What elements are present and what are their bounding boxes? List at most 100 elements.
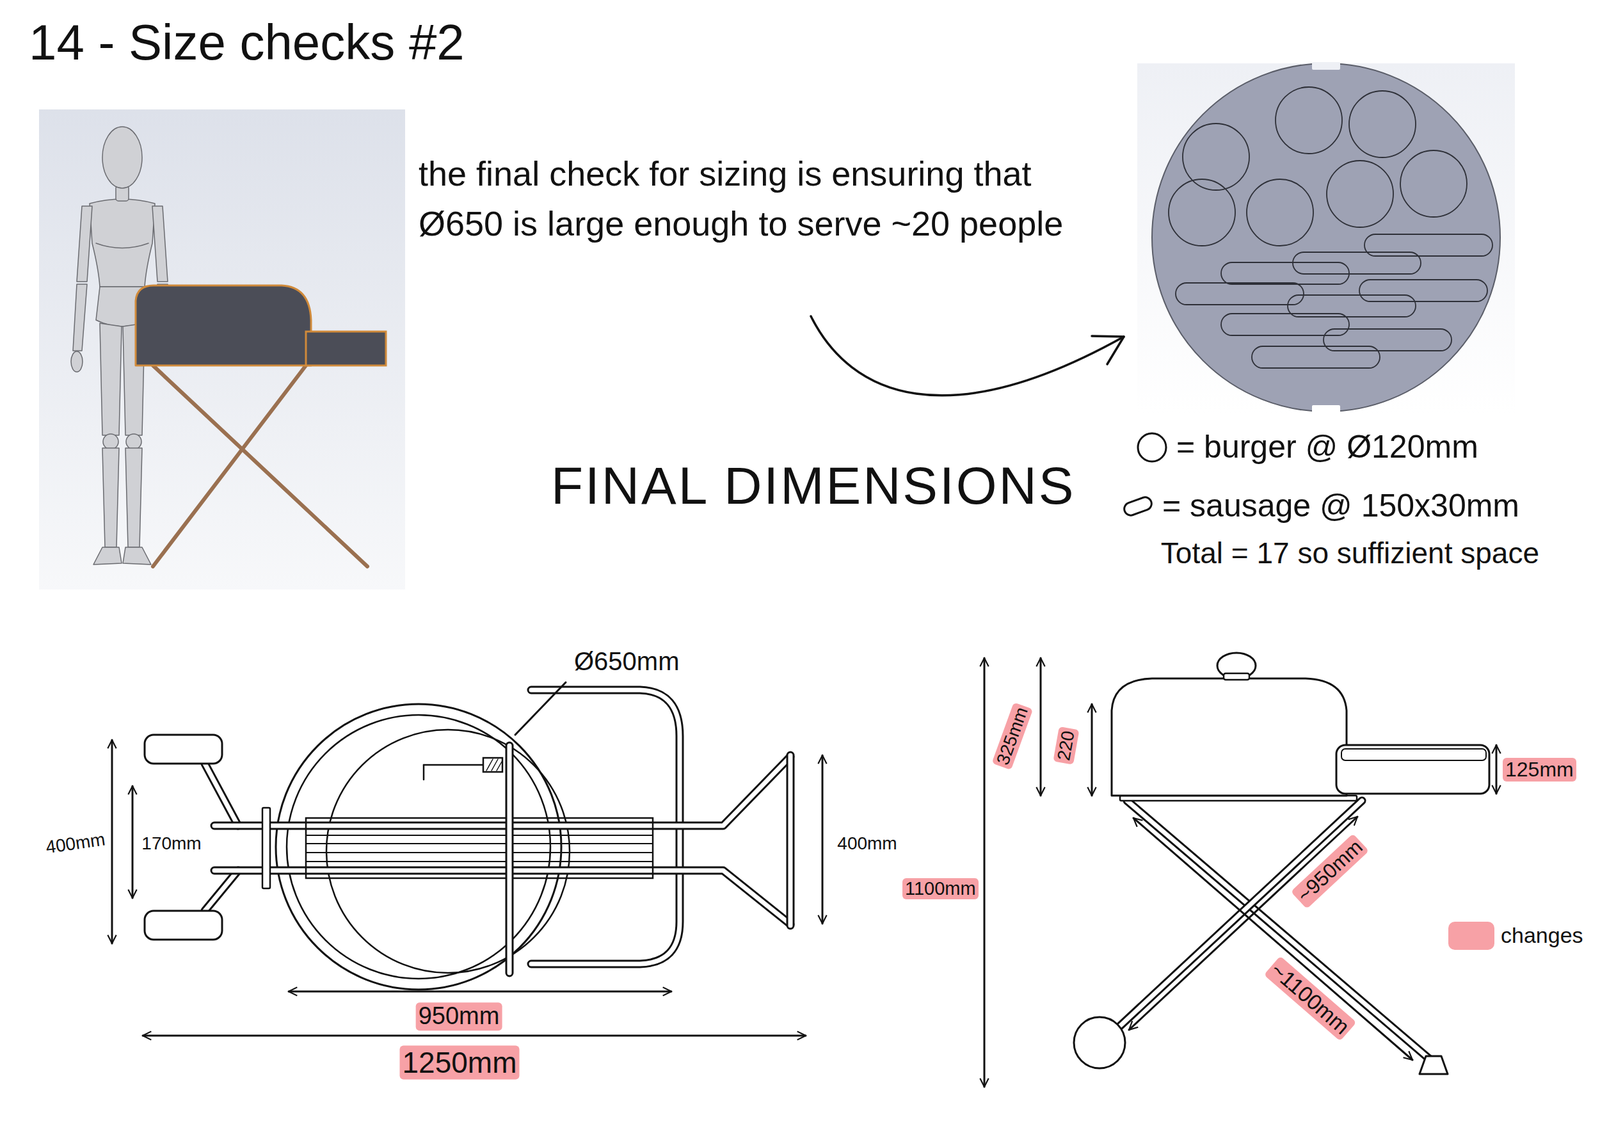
burger-outline bbox=[1275, 87, 1343, 154]
grill-ring bbox=[275, 704, 562, 990]
frame-tube-inner bbox=[214, 756, 791, 826]
knob-hatch bbox=[486, 759, 493, 771]
sausage-outline bbox=[1359, 279, 1488, 302]
mannequin-arm bbox=[76, 206, 93, 282]
sausage-outline bbox=[1292, 252, 1421, 274]
render-panel bbox=[1137, 63, 1515, 414]
vertical-bar-inner bbox=[507, 745, 512, 973]
section-heading: FINAL DIMENSIONS bbox=[551, 455, 1076, 516]
control-knob bbox=[483, 757, 503, 772]
burger-outline bbox=[1246, 179, 1314, 246]
note-text: Total = 17 so suffizient space bbox=[1129, 536, 1540, 571]
mannequin-torso bbox=[89, 199, 155, 287]
stand-leg bbox=[1102, 800, 1362, 1043]
wheel-arm bbox=[204, 763, 239, 826]
vertical-bar bbox=[505, 745, 514, 973]
mannequin-leg bbox=[102, 448, 120, 548]
sausage-outline bbox=[1221, 262, 1350, 285]
legend-item: changes bbox=[1448, 921, 1584, 950]
dimension-label: 220 bbox=[1052, 726, 1080, 765]
mannequin-head bbox=[102, 126, 143, 189]
mannequin-foot bbox=[122, 547, 152, 565]
legend-text: = burger @ Ø120mm bbox=[1176, 428, 1479, 466]
control-rod bbox=[423, 764, 425, 780]
legend-text: = sausage @ 150x30mm bbox=[1162, 487, 1520, 525]
stand-leg-inner bbox=[1127, 800, 1434, 1063]
stand-foot bbox=[1419, 1056, 1448, 1074]
dimension-line bbox=[1495, 744, 1498, 794]
handle-bar bbox=[786, 755, 795, 926]
legend-text: changes bbox=[1500, 922, 1584, 948]
mannequin-arm bbox=[152, 206, 168, 282]
dimension-line bbox=[1091, 704, 1094, 796]
sausage-outline bbox=[1251, 346, 1380, 368]
legend-item: = burger @ Ø120mm bbox=[1134, 428, 1479, 466]
plate-notch bbox=[1312, 62, 1341, 70]
wheel-arm-inner bbox=[204, 870, 239, 911]
page-title: 14 - Size checks #2 bbox=[28, 15, 465, 71]
sausage-symbol bbox=[1122, 495, 1154, 518]
side-box-rim bbox=[1341, 748, 1487, 761]
leader-line bbox=[515, 682, 566, 735]
dimension-label: 400mm bbox=[44, 829, 107, 859]
dimension-label: 950mm bbox=[416, 1002, 503, 1031]
grate-bar bbox=[305, 842, 653, 845]
stand-leg bbox=[1127, 800, 1434, 1063]
handle-bar-inner bbox=[788, 755, 793, 926]
wheel-arm-inner bbox=[204, 763, 239, 826]
dimension-label: 400mm bbox=[837, 833, 897, 854]
mannequin-leg bbox=[125, 448, 143, 548]
render-panel bbox=[39, 109, 406, 590]
burger-outline bbox=[1400, 150, 1467, 217]
mannequin-arm bbox=[72, 284, 88, 351]
grate-outline bbox=[305, 817, 653, 879]
lid-handle-base bbox=[1223, 673, 1250, 680]
pointer-arrowhead bbox=[1091, 336, 1124, 365]
dimension-label: ~950mm bbox=[1290, 833, 1370, 909]
dimension-line bbox=[1040, 657, 1042, 796]
grate-bar bbox=[305, 851, 653, 854]
wheel bbox=[144, 734, 223, 764]
dimension-line bbox=[983, 657, 986, 1087]
knob-hatch bbox=[496, 761, 502, 771]
mannequin-foot bbox=[93, 547, 122, 565]
frame-crossbar bbox=[262, 807, 271, 889]
grill-ring bbox=[326, 729, 570, 973]
legend-item: = sausage @ 150x30mm bbox=[1120, 487, 1520, 525]
mannequin-leg bbox=[99, 323, 122, 436]
dimension-line bbox=[111, 739, 114, 944]
bbq-leg bbox=[152, 365, 306, 567]
burger-outline bbox=[1326, 160, 1394, 228]
legend-sample bbox=[1120, 488, 1156, 525]
stand-leg-inner bbox=[1102, 800, 1362, 1043]
dimension-label: 170mm bbox=[141, 833, 201, 854]
dimension-label: 1100mm bbox=[902, 878, 979, 900]
mannequin-knee bbox=[103, 433, 119, 450]
grate-bar bbox=[305, 860, 653, 863]
bbq-side-box bbox=[305, 331, 386, 366]
dimension-label: Ø650mm bbox=[574, 646, 680, 676]
dimension-line bbox=[131, 785, 134, 898]
mannequin-hand bbox=[71, 351, 83, 372]
pointer-arrow bbox=[810, 316, 1124, 396]
plate-notch bbox=[1312, 405, 1341, 413]
dimension-line bbox=[821, 755, 824, 924]
grill-plate bbox=[1152, 63, 1501, 412]
dimension-label: 1250mm bbox=[400, 1045, 520, 1080]
dimension-label: 325mm bbox=[992, 702, 1034, 770]
note-text: the final check for sizing is ensuring t… bbox=[418, 148, 1097, 249]
dimension-label: 125mm bbox=[1502, 757, 1577, 782]
wheel bbox=[144, 910, 223, 940]
burger-outline bbox=[1168, 179, 1236, 246]
frame-tube bbox=[214, 756, 791, 826]
legend-sample bbox=[1134, 429, 1170, 466]
mannequin-knee bbox=[126, 433, 142, 450]
burger-symbol bbox=[1137, 433, 1167, 462]
dimension-line bbox=[142, 1034, 806, 1037]
dimension-line bbox=[288, 990, 672, 993]
wheel-arm bbox=[204, 870, 239, 911]
burger-outline bbox=[1349, 90, 1416, 158]
grate-bar bbox=[305, 834, 653, 836]
bbq-leg bbox=[152, 365, 368, 567]
knob-hatch bbox=[491, 759, 498, 771]
